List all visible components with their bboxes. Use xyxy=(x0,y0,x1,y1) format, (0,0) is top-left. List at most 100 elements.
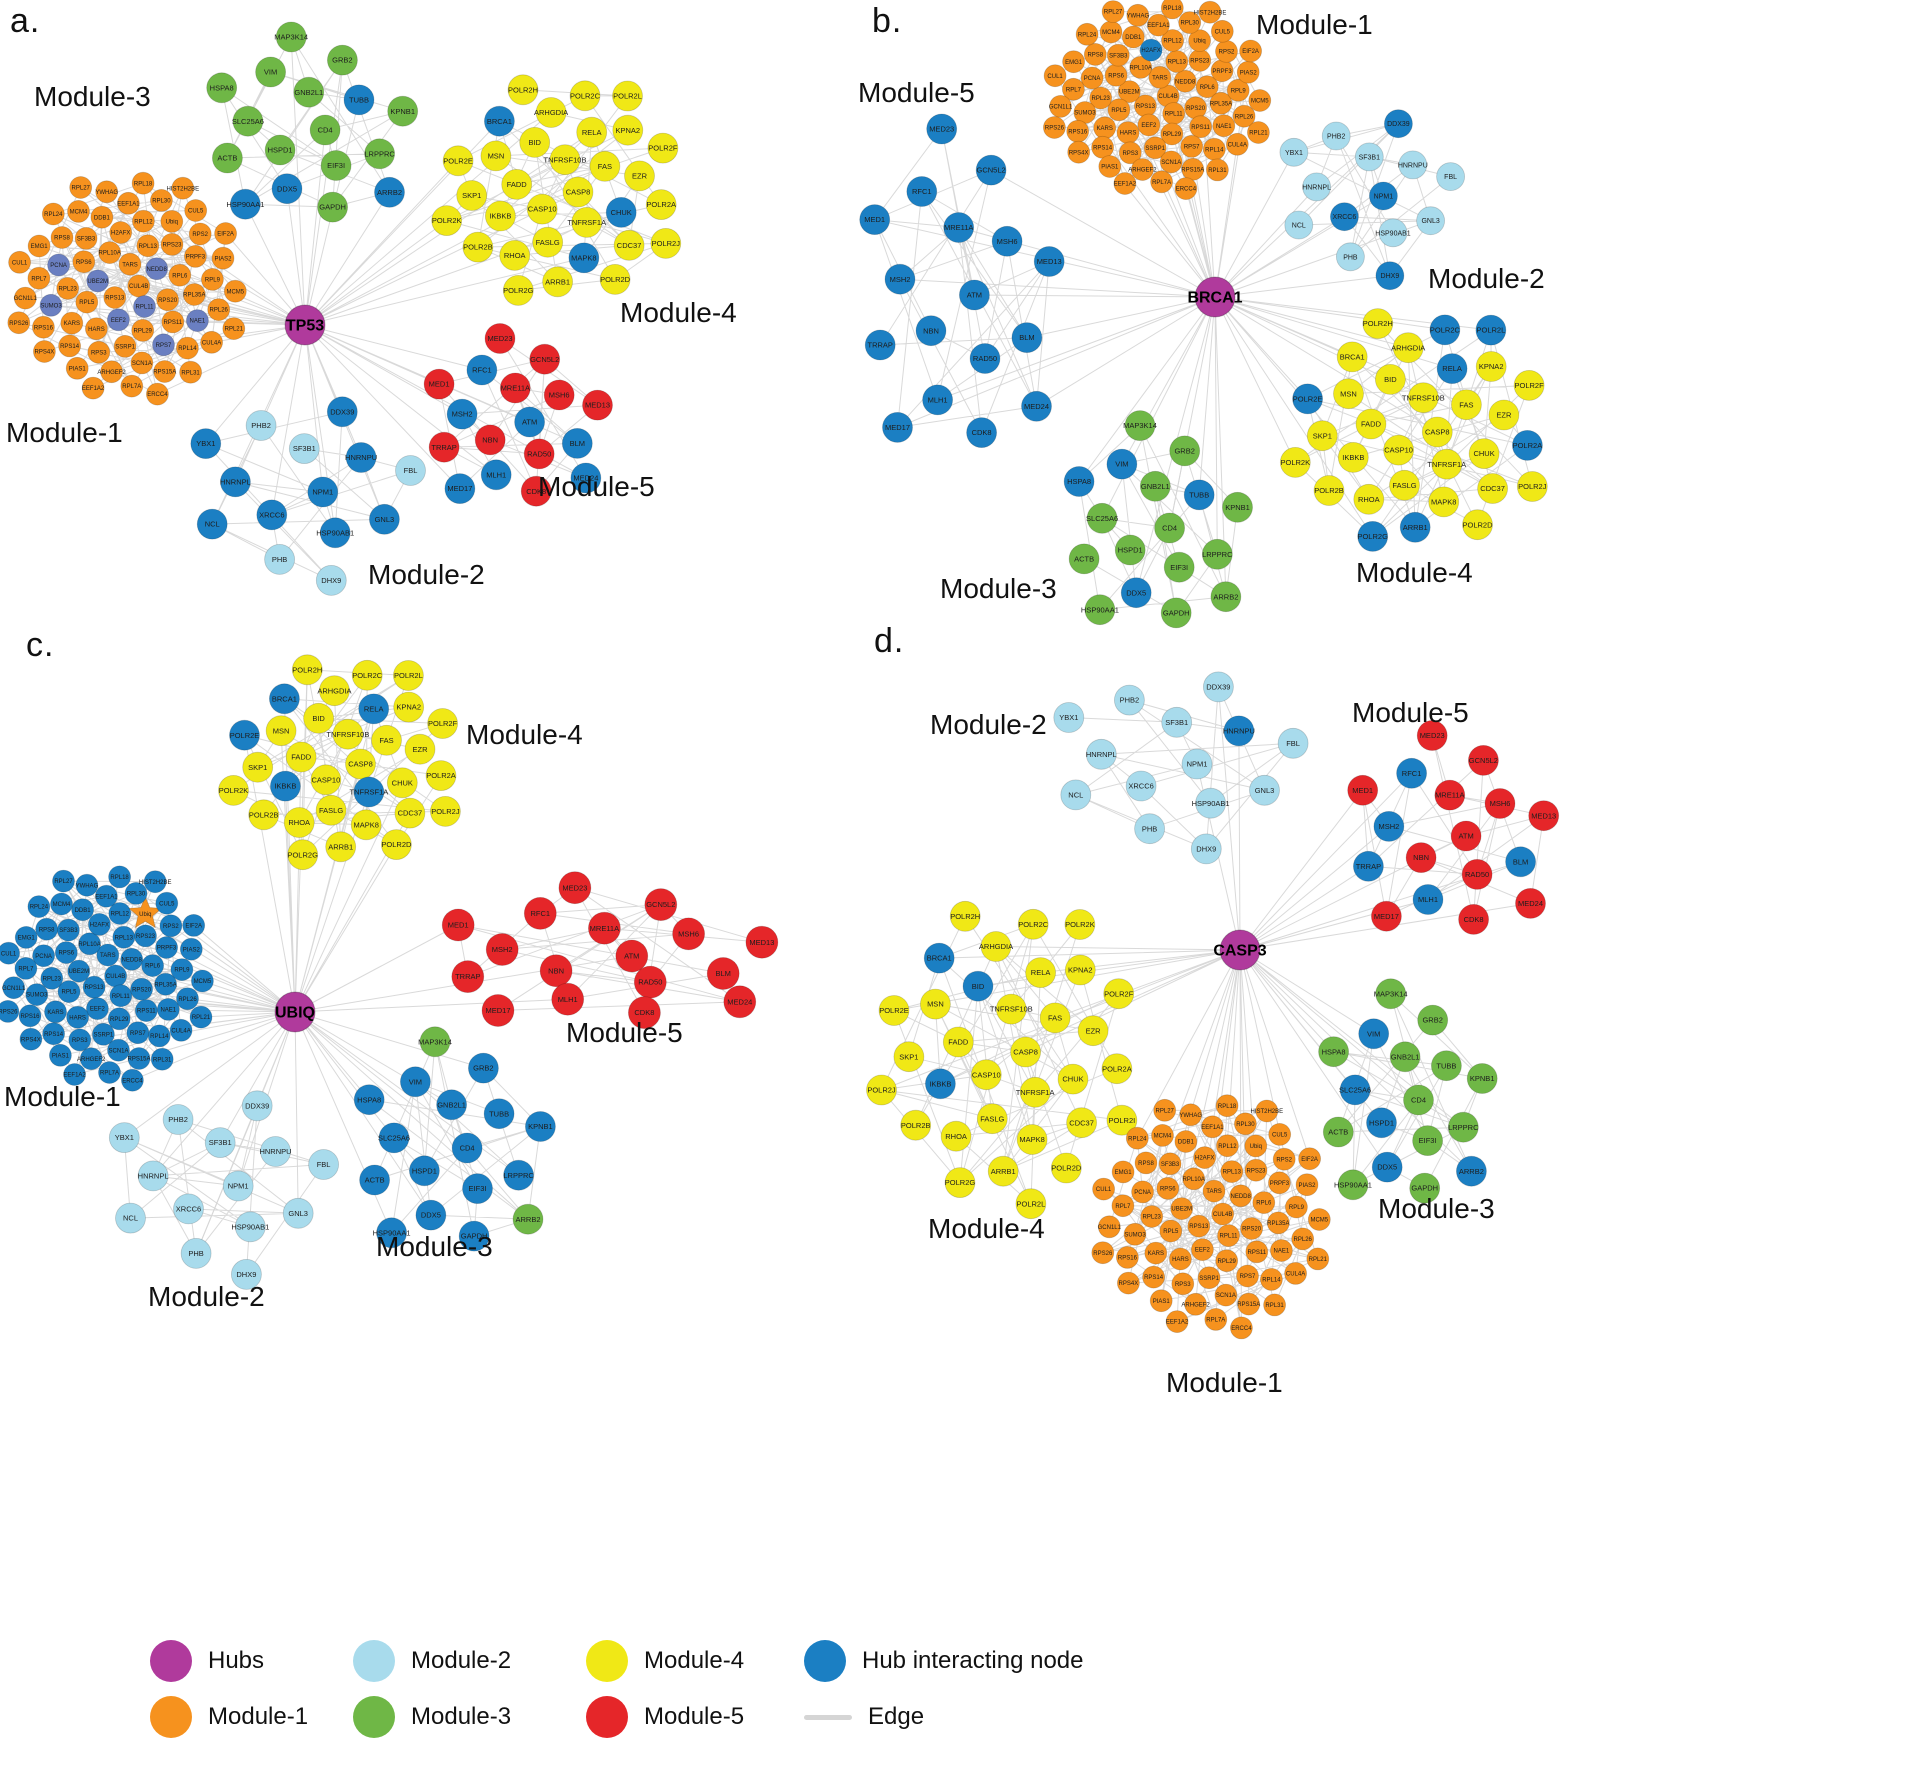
node-HSPD1: HSPD1 xyxy=(1114,534,1146,566)
node-label: DDB1 xyxy=(1125,35,1142,41)
node-HARS: HARS xyxy=(1169,1247,1192,1271)
hub-BRCA1: BRCA1 xyxy=(1187,276,1243,318)
node-TRRAP: TRRAP xyxy=(1353,850,1384,882)
node-POLR2K: POLR2K xyxy=(218,775,249,806)
node-label: EZR xyxy=(1086,1026,1102,1035)
node-label: POLR2L xyxy=(1017,1199,1046,1208)
node-RPL7: RPL7 xyxy=(1062,77,1085,101)
node-CASP10: CASP10 xyxy=(310,764,342,796)
node-label: XRCC6 xyxy=(1333,214,1357,221)
node-RPL18: RPL18 xyxy=(131,171,155,195)
node-MAPK8: MAPK8 xyxy=(568,242,600,274)
node-TNFRSF10B: TNFRSF10B xyxy=(990,993,1033,1025)
node-RAD50: RAD50 xyxy=(523,438,555,470)
node-HSPD1: HSPD1 xyxy=(1366,1107,1397,1139)
node-label: RPS20 xyxy=(1186,106,1206,112)
node-MSH2: MSH2 xyxy=(884,263,916,295)
node-RPL23: RPL23 xyxy=(40,966,64,990)
node-HIST2H2BE: HIST2H2BE xyxy=(139,870,172,894)
node-label: TARS xyxy=(1152,75,1168,81)
node-label: NAE1 xyxy=(1216,124,1232,130)
node-label: CUL4B xyxy=(129,284,148,290)
node-YWHAG: YWHAG xyxy=(1179,1103,1202,1127)
node-RPL31: RPL31 xyxy=(1206,158,1229,182)
node-GNB2L1: GNB2L1 xyxy=(1389,1041,1421,1073)
node-RPS26: RPS26 xyxy=(7,311,31,335)
node-CUL4A: CUL4A xyxy=(1284,1262,1307,1285)
node-RPL35A: RPL35A xyxy=(154,972,178,996)
node-HARS: HARS xyxy=(85,317,108,341)
legend-label: Hub interacting node xyxy=(862,1647,1084,1674)
node-label: RPS2 xyxy=(163,924,179,930)
node-ARRB1: ARRB1 xyxy=(987,1155,1019,1187)
node-label: RPS2 xyxy=(192,232,208,238)
node-label: CASP8 xyxy=(1425,428,1450,437)
node-FBL: FBL xyxy=(1436,162,1465,192)
node-label: YBX1 xyxy=(115,1133,134,1142)
node-label: SF3B1 xyxy=(293,444,316,453)
node-label: RAD50 xyxy=(527,450,551,459)
node-label: RPL23 xyxy=(59,287,78,293)
node-label: CUL4B xyxy=(106,974,125,980)
node-ARRB2: ARRB2 xyxy=(374,176,405,208)
node-MRE11A: MRE11A xyxy=(588,911,621,945)
node-POLR2D: POLR2D xyxy=(1050,1152,1082,1184)
node-label: SUMO3 xyxy=(1124,1232,1146,1238)
node-label: RPS23 xyxy=(1190,59,1210,65)
legend-item-1: Module-2 xyxy=(353,1640,568,1682)
node-label: POLR2F xyxy=(648,144,678,153)
node-label: UBE2M xyxy=(87,279,108,285)
node-MSN: MSN xyxy=(265,715,297,747)
node-label: RPL24 xyxy=(1128,1136,1147,1142)
node-POLR2A: POLR2A xyxy=(1512,429,1543,461)
node-SCN1A: SCN1A xyxy=(107,1038,130,1062)
node-DDX39: DDX39 xyxy=(1203,671,1234,703)
node-label: MED1 xyxy=(1352,786,1373,795)
node-ARHGDIA: ARHGDIA xyxy=(979,931,1013,962)
node-label: TNFRSF10B xyxy=(1402,393,1445,402)
node-DDX39: DDX39 xyxy=(241,1090,273,1122)
node-label: MAPK8 xyxy=(1019,1135,1044,1144)
node-label: HSP90AA1 xyxy=(1334,1180,1372,1189)
node-label: FASLG xyxy=(319,806,343,815)
node-label: ARRB1 xyxy=(328,842,353,851)
node-DDX39: DDX39 xyxy=(1384,109,1413,139)
node-label: CUL4B xyxy=(1158,94,1177,100)
node-label: GCN1L1 xyxy=(1098,1225,1122,1231)
node-label: EEF2 xyxy=(1195,1248,1211,1254)
node-label: MED23 xyxy=(562,883,587,892)
node-EEF2: EEF2 xyxy=(1191,1238,1214,1261)
node-NAE1: NAE1 xyxy=(156,998,180,1021)
node-EIF3I: EIF3I xyxy=(462,1173,493,1204)
node-GCN1L1: GCN1L1 xyxy=(1049,95,1073,118)
hub-label: TP53 xyxy=(286,318,324,335)
node-RPL29: RPL29 xyxy=(131,318,155,342)
node-Ubiq: Ubiq xyxy=(1188,29,1211,52)
node-GRB2: GRB2 xyxy=(1417,1004,1449,1036)
node-label: SCN1A xyxy=(108,1048,128,1054)
node-POLR2J: POLR2J xyxy=(1516,471,1548,502)
node-CDK8: CDK8 xyxy=(966,417,997,449)
node-CDK8: CDK8 xyxy=(1458,904,1489,935)
node-CD4: CD4 xyxy=(1403,1084,1434,1116)
node-RPL10A: RPL10A xyxy=(1182,1167,1206,1191)
node-MSH2: MSH2 xyxy=(446,398,478,430)
node-label: EMG1 xyxy=(1115,1170,1133,1176)
node-RELA: RELA xyxy=(1436,353,1468,385)
node-label: RPL11 xyxy=(1220,1234,1239,1240)
node-label: SCN1A xyxy=(1216,1293,1236,1299)
nodes-panel-d: NPM1XRCC6SF3B1HSP90AB1HNRNPLHNRNPUPHBPHB… xyxy=(866,671,1560,1340)
node-label: PIAS1 xyxy=(52,1053,70,1059)
node-label: POLR2A xyxy=(646,200,676,209)
node-label: RPS11 xyxy=(137,1009,156,1015)
node-label: RPS16 xyxy=(20,1014,40,1020)
node-label: MED24 xyxy=(727,997,752,1006)
node-RPL11: RPL11 xyxy=(133,295,156,318)
node-SUMO3: SUMO3 xyxy=(39,293,63,317)
node-label: TNFRSF10B xyxy=(326,730,369,739)
node-POLR2E: POLR2E xyxy=(442,145,474,177)
node-label: GAPDH xyxy=(1411,1184,1438,1193)
node-EIF2A: EIF2A xyxy=(214,222,238,245)
node-ARRB1: ARRB1 xyxy=(1399,511,1431,543)
node-label: ACTB xyxy=(1074,555,1094,564)
